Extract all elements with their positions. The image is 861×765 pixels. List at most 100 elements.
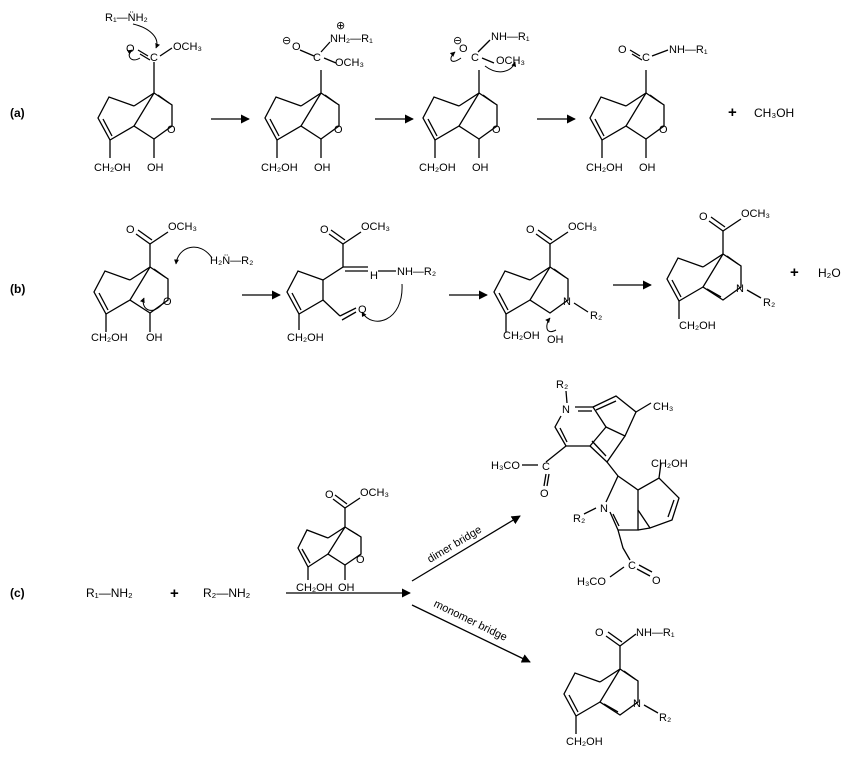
a-intermediate-1: C O ⊖ NH₂—R₁ ⊕ OCH₃ O CH₂OH OH xyxy=(261,20,373,174)
a2-plus: ⊕ xyxy=(336,20,345,32)
c-monomer-bridge-label: monomer bridge xyxy=(432,598,509,644)
b4-r2: R₂ xyxy=(763,297,775,309)
a2-ester: OCH₃ xyxy=(335,57,364,69)
c-monomer-product: O NH—R₁ N R₂ CH₂OH xyxy=(563,627,675,748)
b-water: H₂O xyxy=(818,266,841,280)
c-monomer-o: O xyxy=(595,627,604,639)
a3-ch2oh: CH₂OH xyxy=(419,162,456,174)
b1-ch2oh: CH₂OH xyxy=(91,332,128,344)
b2-nh-r2: NH—R₂ xyxy=(397,266,436,278)
c-dimer-h3co-bottom: H₃CO xyxy=(577,576,606,588)
b3-ester: OCH₃ xyxy=(568,221,597,233)
a2-oxide-o: O xyxy=(292,41,301,53)
b1-ester: OCH₃ xyxy=(168,221,197,233)
a3-ester: OCH₃ xyxy=(496,55,525,67)
c-dimer-bridge-label: dimer bridge xyxy=(425,524,484,566)
a3-oxide-o: O xyxy=(459,43,468,55)
c-genipin-reagent: O OCH₃ O CH₂OH OH xyxy=(296,487,389,594)
c-dimer-c-top: C xyxy=(542,461,550,473)
c-dimer-h3co-top: H₃CO xyxy=(491,460,520,472)
a-methanol: CH₃OH xyxy=(754,106,794,120)
c-dimer-ch3: CH₃ xyxy=(653,401,673,413)
c-dimer-r2-bottom: R₂ xyxy=(573,513,585,525)
a-genipin-structure: R₁—N̈H₂ C O OCH₃ O CH₂OH OH xyxy=(94,11,202,174)
part-c-label: (c) xyxy=(10,586,25,600)
c-monomer-nh-r1: NH—R₁ xyxy=(636,627,675,639)
b4-n: N xyxy=(736,283,744,295)
a4-oh: OH xyxy=(639,162,656,174)
c-dimer-r2-top: R₂ xyxy=(556,379,568,391)
a-plus-sign: + xyxy=(728,104,737,121)
a4-ch2oh: CH₂OH xyxy=(586,162,623,174)
a4-carbonyl-o: O xyxy=(618,44,627,56)
a1-carbonyl-o: O xyxy=(126,43,135,55)
c-monomer-r2: R₂ xyxy=(659,712,671,724)
c-r2-amine: R₂—NH₂ xyxy=(203,586,251,600)
a1-ester: OCH₃ xyxy=(173,41,202,53)
a2-minus: ⊖ xyxy=(282,35,291,47)
b1-oh: OH xyxy=(146,332,163,344)
c-dimer-o-bottom: O xyxy=(652,575,661,587)
a3-ring-o: O xyxy=(492,124,501,136)
a2-nh2r1: NH₂—R₁ xyxy=(330,33,373,45)
b1-ring-o: O xyxy=(163,296,172,308)
a2-ch2oh: CH₂OH xyxy=(261,162,298,174)
b2-ch2oh: CH₂OH xyxy=(287,332,324,344)
a4-carbonyl-c: C xyxy=(642,52,650,64)
c-monomer-n: N xyxy=(633,698,641,710)
c-genipin-ester: OCH₃ xyxy=(360,487,389,499)
c-genipin-ring-o: O xyxy=(356,554,365,566)
c-r1-amine: R₁—NH₂ xyxy=(86,586,133,600)
c-dimer-c-bottom: C xyxy=(628,560,636,572)
a2-oh: OH xyxy=(314,162,331,174)
b3-oh: OH xyxy=(547,334,564,346)
c-dimer-n-top: N xyxy=(562,404,570,416)
b-plus-sign: + xyxy=(790,264,799,281)
part-a: (a) R₁—N̈H₂ C O OCH₃ O CH₂OH OH C O ⊖ xyxy=(10,11,794,174)
a1-oh: OH xyxy=(147,162,164,174)
a3-oh: OH xyxy=(472,162,489,174)
b2-ester: OCH₃ xyxy=(361,221,390,233)
part-b: (b) O OCH₃ H₂N̈—R₂ O CH₂OH OH xyxy=(10,208,841,346)
b2-aldehyde-o: O xyxy=(358,304,367,316)
c-plus-sign: + xyxy=(170,585,179,602)
a2-carbonyl-c: C xyxy=(313,52,321,64)
a4-nh-r1: NH—R₁ xyxy=(669,44,708,56)
c-genipin-oh: OH xyxy=(338,582,355,594)
a4-ring-o: O xyxy=(659,124,668,136)
b3-r2: R₂ xyxy=(590,310,602,322)
a1-carbonyl-c: C xyxy=(150,52,158,64)
c-dimer-product: R₂ N CH₃ C H₃CO O CH₂OH xyxy=(491,379,688,588)
b3-carbonyl-o: O xyxy=(526,224,535,236)
b-ring-opened-intermediate: O OCH₃ H NH—R₂ O CH₂OH xyxy=(286,221,436,344)
part-c: (c) R₁—NH₂ + R₂—NH₂ O OCH₃ O CH₂OH OH di… xyxy=(10,379,688,748)
a-amine-r1: R₁—N̈H₂ xyxy=(105,11,148,24)
b2-carbonyl-o: O xyxy=(320,224,329,236)
c-dimer-n-bottom: N xyxy=(600,503,608,515)
c-genipin-o: O xyxy=(325,489,334,501)
c-dimer-o-top: O xyxy=(540,488,549,500)
a-intermediate-2: C O ⊖ NH—R₁ OCH₃ O CH₂OH OH xyxy=(419,31,530,174)
part-a-label: (a) xyxy=(10,106,25,120)
b4-ester: OCH₃ xyxy=(741,208,770,220)
b4-ch2oh: CH₂OH xyxy=(679,320,716,332)
b-genipin-structure: O OCH₃ H₂N̈—R₂ O CH₂OH OH xyxy=(91,221,253,344)
a3-nh-r1: NH—R₁ xyxy=(491,31,530,43)
b3-n: N xyxy=(563,296,571,308)
b1-amine: H₂N̈—R₂ xyxy=(210,254,253,267)
a2-ring-o: O xyxy=(334,124,343,136)
b4-carbonyl-o: O xyxy=(699,211,708,223)
c-dimer-ch2oh: CH₂OH xyxy=(651,458,688,470)
a1-ring-o: O xyxy=(167,124,176,136)
b-aromatic-product: O OCH₃ N R₂ CH₂OH xyxy=(666,208,775,332)
b-cyclized-intermediate: O OCH₃ N R₂ CH₂OH OH xyxy=(493,221,602,346)
part-b-label: (b) xyxy=(10,282,25,296)
b2-h: H xyxy=(370,270,378,282)
a-amide-product: C O NH—R₁ O CH₂OH OH xyxy=(586,44,708,174)
b3-ch2oh: CH₂OH xyxy=(503,330,540,342)
b1-carbonyl-o: O xyxy=(126,224,135,236)
c-monomer-ch2oh: CH₂OH xyxy=(566,736,603,748)
c-genipin-ch2oh: CH₂OH xyxy=(296,582,333,594)
a3-minus: ⊖ xyxy=(453,35,462,47)
